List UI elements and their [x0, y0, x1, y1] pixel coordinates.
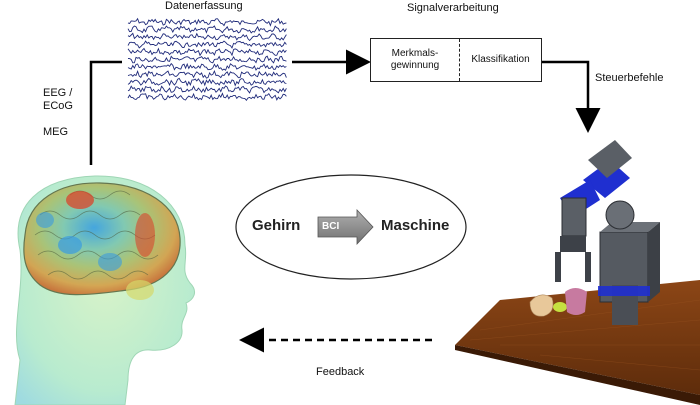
eeg-trace — [127, 47, 287, 57]
label-eeg: EEG / — [43, 87, 73, 99]
bci-arrow-badge — [317, 208, 374, 246]
eeg-trace — [127, 85, 287, 94]
eeg-trace — [127, 69, 287, 79]
eeg-signal-traces — [127, 17, 287, 102]
label-control-commands: Steuerbefehle — [595, 72, 664, 84]
label-data-acquisition: Datenerfassung — [165, 0, 243, 12]
box-feature-extraction: Merkmals- gewinnung — [390, 48, 440, 71]
eeg-trace — [127, 32, 287, 42]
box-divider — [459, 39, 460, 81]
arrow-control-commands — [541, 60, 601, 133]
head-illustration — [14, 175, 196, 405]
eeg-trace — [127, 92, 287, 102]
label-machine: Maschine — [381, 217, 450, 234]
table — [455, 280, 700, 395]
label-brain: Gehirn — [252, 217, 301, 234]
label-feedback: Feedback — [316, 366, 365, 378]
eeg-trace — [127, 77, 287, 87]
robot-scene — [455, 140, 700, 405]
label-signal-processing: Signalverarbeitung — [407, 2, 499, 14]
box-classification: Klassifikation — [471, 54, 530, 65]
eeg-trace — [127, 62, 287, 71]
eeg-trace — [127, 55, 287, 64]
eeg-trace — [127, 25, 287, 34]
signal-processing-box: Merkmals- gewinnung Klassifikation — [370, 38, 542, 82]
eeg-trace — [127, 40, 287, 49]
label-ecog: ECoG — [43, 100, 73, 112]
eeg-trace — [127, 17, 287, 27]
label-bci: BCI — [322, 221, 340, 232]
acquisition-connector — [89, 60, 122, 165]
label-meg: MEG — [43, 126, 69, 138]
